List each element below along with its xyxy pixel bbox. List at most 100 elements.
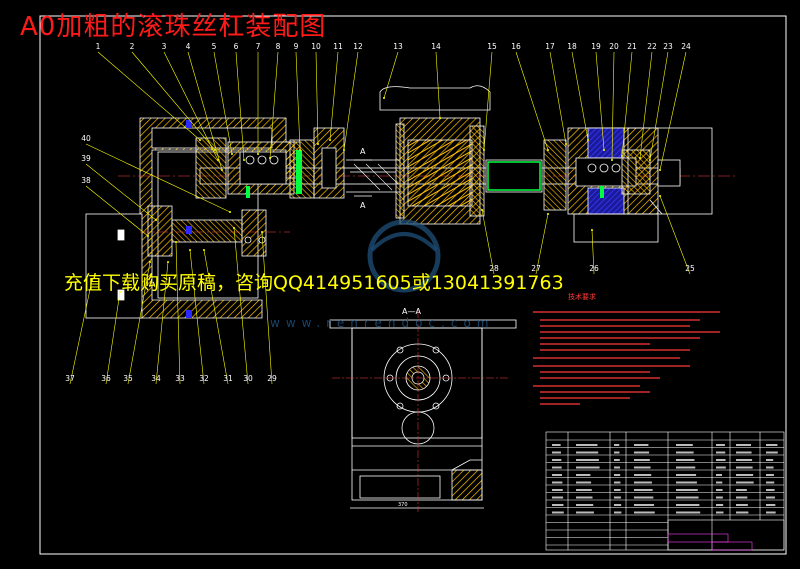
table-cell-text xyxy=(766,466,774,469)
part-number-label: 7 xyxy=(256,42,261,51)
table-cell-text xyxy=(634,504,655,506)
table-cell-text xyxy=(716,489,723,491)
table-cell-text xyxy=(634,466,651,469)
leader-line xyxy=(233,227,249,385)
part-number-label: 23 xyxy=(663,42,673,51)
part-number-label: 22 xyxy=(647,42,657,51)
table-cell-text xyxy=(676,466,696,469)
table-cell-text xyxy=(676,444,693,446)
motor-body xyxy=(85,213,143,319)
leader-dot xyxy=(481,209,483,211)
leader-dot xyxy=(649,159,651,161)
watermark-text: www.renrendoc.com xyxy=(270,316,495,330)
leader-line xyxy=(649,51,669,161)
part-number-label: 21 xyxy=(627,42,637,51)
leader-dot xyxy=(175,241,177,243)
table-cell-text xyxy=(552,451,561,454)
leader-dot xyxy=(155,219,157,221)
leader-dot xyxy=(243,159,245,161)
leader-line xyxy=(483,51,493,151)
part-number-label: 24 xyxy=(681,42,691,51)
part-number-label: 32 xyxy=(199,374,209,383)
table-cell-text xyxy=(576,489,592,491)
part-number-label: 10 xyxy=(311,42,321,51)
leader-line xyxy=(659,51,687,171)
table-cell-text xyxy=(576,444,598,446)
table-cell-text xyxy=(614,451,620,454)
table-cell-text xyxy=(634,481,652,484)
table-cell-text xyxy=(766,481,775,484)
table-cell-text xyxy=(552,496,564,499)
leader-line xyxy=(383,51,399,99)
table-cell-text xyxy=(576,481,592,484)
promo-text: 充值下载购买原稿，咨询QQ414951605或13041391763 xyxy=(64,272,564,294)
table-cell-text xyxy=(736,466,753,469)
part-number-label: 33 xyxy=(175,374,185,383)
part-number-label: 17 xyxy=(545,42,555,51)
table-cell-text xyxy=(736,481,754,484)
leader-line xyxy=(131,51,216,151)
leader-line xyxy=(659,195,691,275)
table-cell-text xyxy=(736,496,748,499)
part-number-label: 40 xyxy=(81,134,91,143)
table-cell-text xyxy=(766,511,776,514)
leader-line xyxy=(69,279,93,385)
table-cell-text xyxy=(676,496,699,499)
table-cell-text xyxy=(716,466,726,469)
leader-dot xyxy=(547,213,549,215)
leader-line xyxy=(515,51,549,151)
table-cell-text xyxy=(576,474,591,476)
leader-dot xyxy=(547,149,549,151)
table-cell-text xyxy=(576,459,599,461)
leader-line xyxy=(549,51,567,145)
svg-text:A: A xyxy=(360,201,366,210)
leader-dot xyxy=(439,117,441,119)
leader-dot xyxy=(217,159,219,161)
part-number-label: 28 xyxy=(489,264,499,273)
leader-dot xyxy=(299,149,301,151)
table-cell-text xyxy=(614,444,620,446)
leader-dot xyxy=(199,139,201,141)
left-bearing-housing xyxy=(195,137,227,199)
table-cell-text xyxy=(716,511,724,514)
table-cell-text xyxy=(676,489,698,491)
table-cell-text xyxy=(716,451,726,454)
part-number-label: 19 xyxy=(591,42,601,51)
table-cell-text xyxy=(766,444,778,446)
leader-dot xyxy=(221,169,223,171)
table-cell-text xyxy=(634,489,653,491)
leader-line xyxy=(85,163,157,221)
leader-dot xyxy=(611,159,613,161)
leader-line xyxy=(187,51,223,171)
part-number-label: 34 xyxy=(151,374,161,383)
leader-dot xyxy=(91,279,93,281)
table-cell-text xyxy=(634,511,655,514)
table-cell-text xyxy=(634,444,649,446)
table-cell-text xyxy=(614,496,621,499)
part-number-label: 27 xyxy=(531,264,541,273)
table-cell-text xyxy=(614,511,622,514)
section-label: A—A xyxy=(402,307,421,316)
table-cell-text xyxy=(614,489,621,491)
part-number-label: 20 xyxy=(609,42,619,51)
leader-dot xyxy=(621,155,623,157)
part-number-label: 38 xyxy=(81,176,91,185)
svg-text:A: A xyxy=(360,147,366,156)
leader-line xyxy=(295,51,301,151)
leader-line xyxy=(611,51,615,161)
leader-line xyxy=(535,213,549,275)
leader-dot xyxy=(257,153,259,155)
leader-line xyxy=(155,261,169,385)
table-cell-text xyxy=(716,444,725,446)
table-cell-text xyxy=(634,474,652,476)
leader-dot xyxy=(383,97,385,99)
part-number-label: 2 xyxy=(130,42,135,51)
table-cell-text xyxy=(552,444,561,446)
part-number-label: 1 xyxy=(96,42,101,51)
table-cell-text xyxy=(614,459,620,461)
table-cell-text xyxy=(634,459,650,461)
leader-dot xyxy=(659,169,661,171)
leader-line xyxy=(163,51,219,161)
leader-dot xyxy=(343,149,345,151)
table-cell-text xyxy=(736,474,754,476)
